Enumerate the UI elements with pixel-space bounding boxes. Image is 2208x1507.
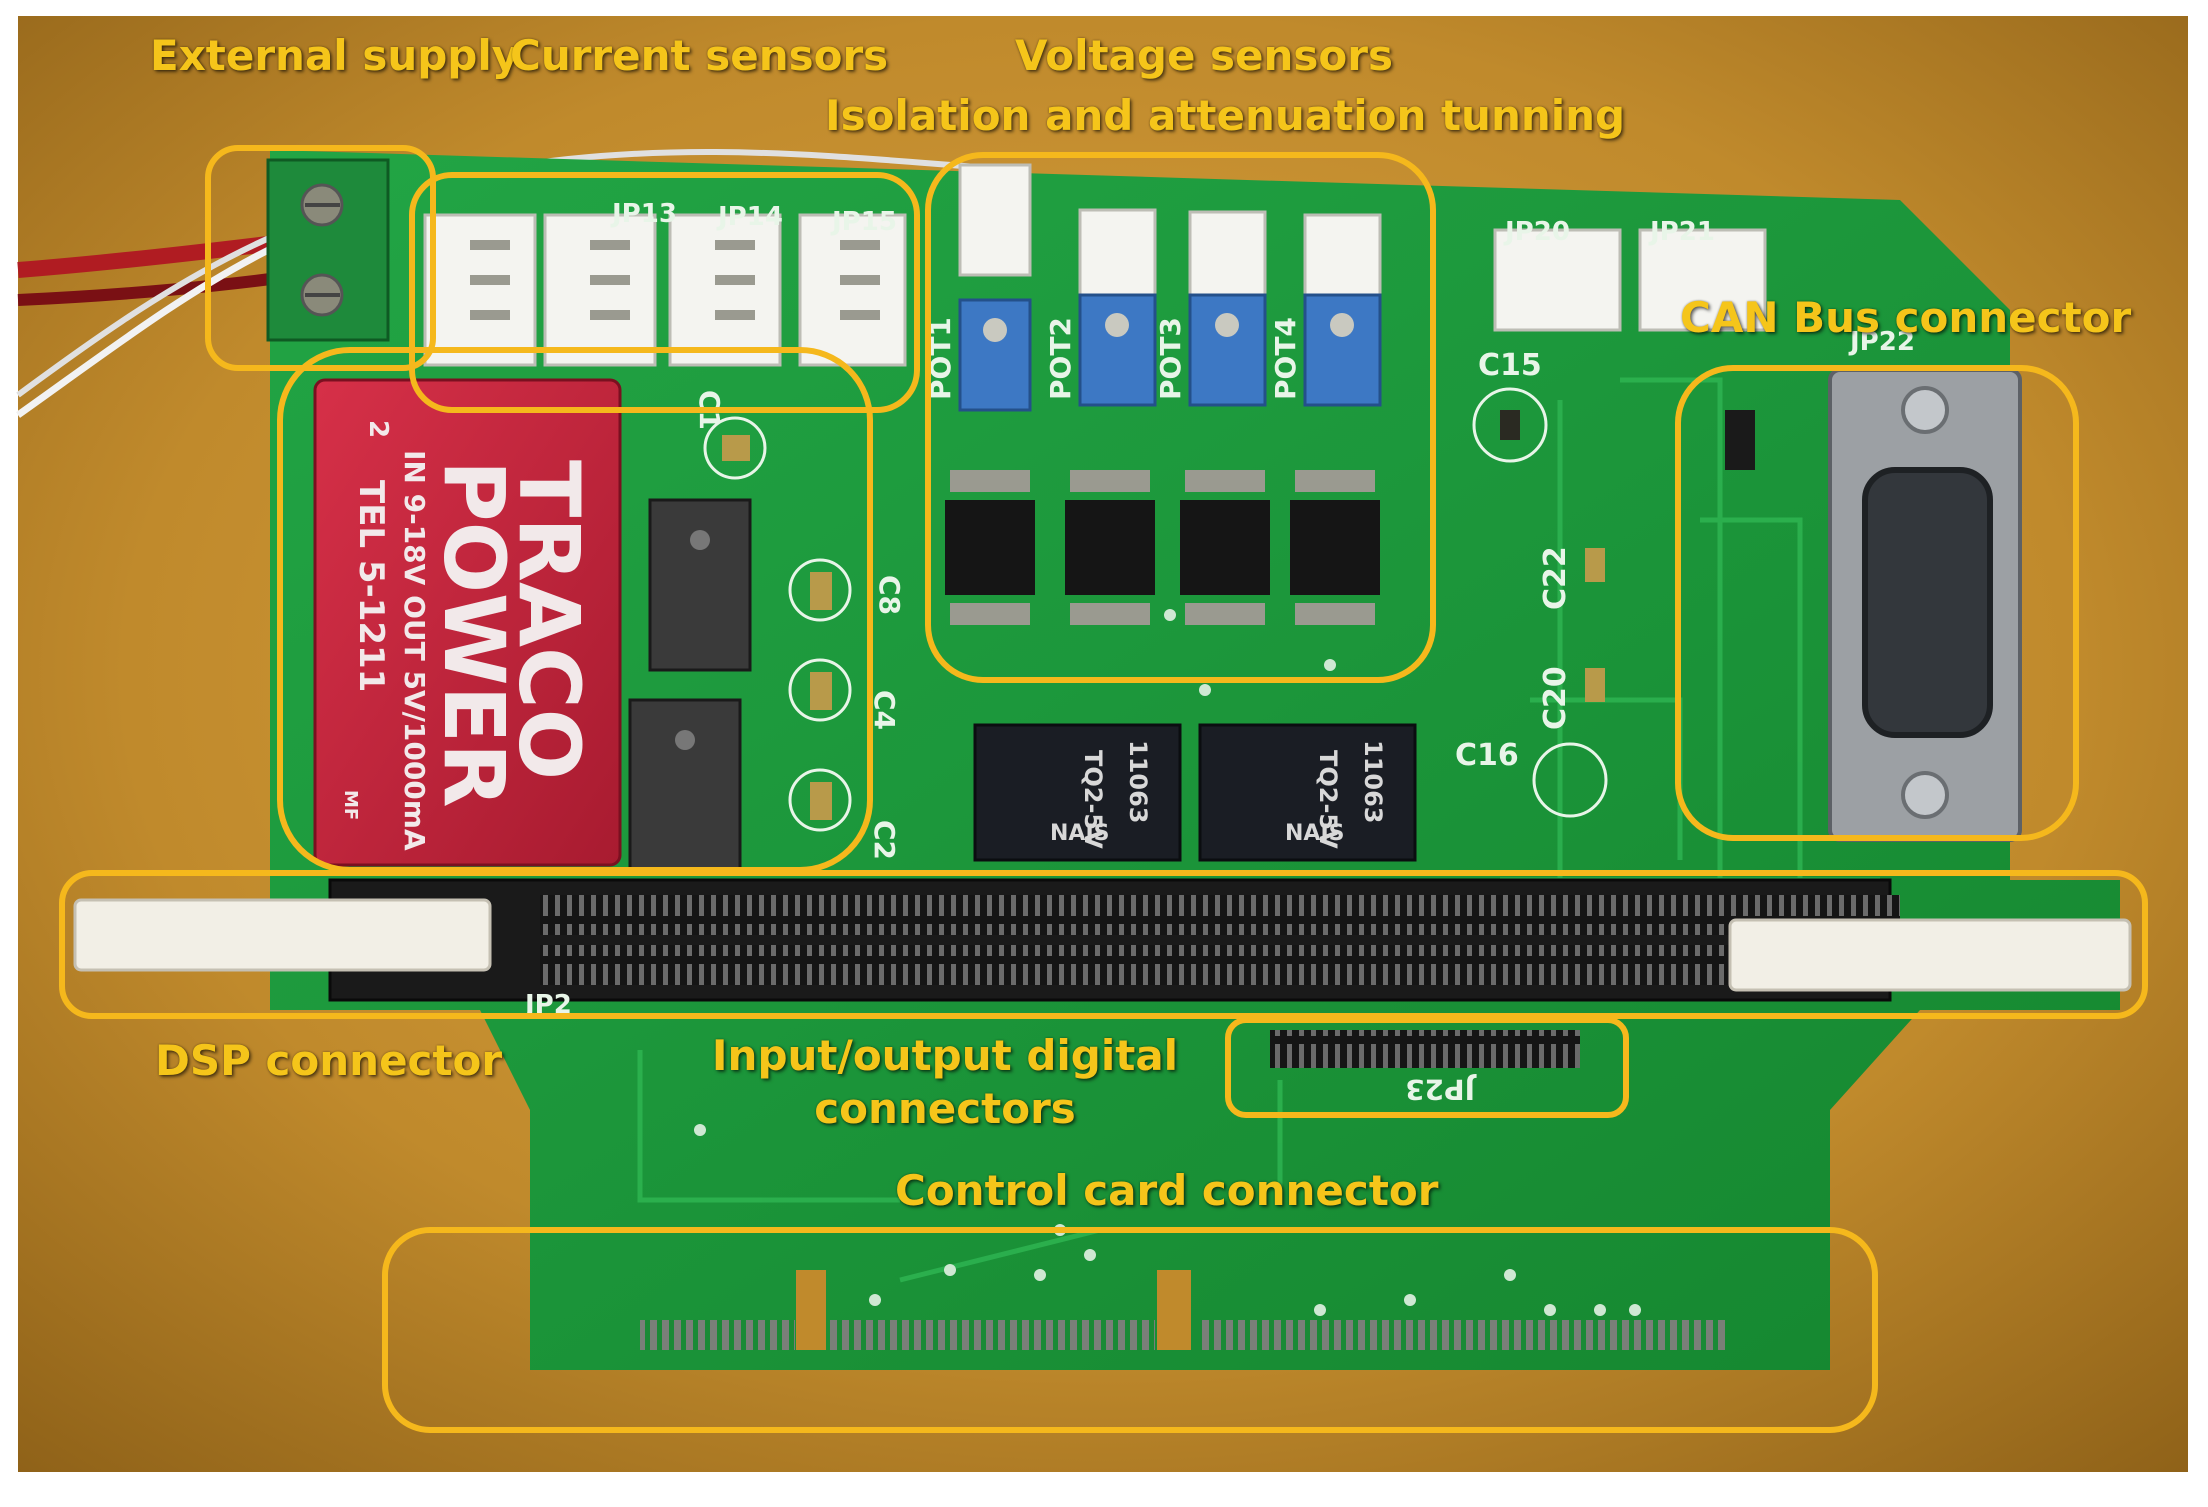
silk-pot4: POT4 <box>1269 317 1302 400</box>
potentiometers <box>958 293 1382 412</box>
silk-c16: C16 <box>1455 738 1519 773</box>
silk-c2: C2 <box>868 820 901 860</box>
annotation-outlines <box>59 145 2148 1433</box>
chip-leads <box>950 470 1375 625</box>
silk-c8: C8 <box>873 575 906 615</box>
silk-c15: C15 <box>1478 348 1542 383</box>
outline-control-card <box>382 1227 1878 1433</box>
voltage-regulators <box>628 498 752 872</box>
relays <box>973 723 1417 862</box>
voltage-header <box>958 163 1032 277</box>
db9-connector <box>1725 368 2022 842</box>
module-brand-line2: POWER <box>425 460 523 808</box>
silk-c4: C4 <box>868 690 901 730</box>
label-io-digital: Input/output digital connectors <box>700 1030 1190 1135</box>
vias <box>694 609 1641 1316</box>
relay-1-maker: NAIS <box>1050 821 1109 846</box>
outline-external-supply <box>205 145 436 371</box>
label-dsp-connector: DSP connector <box>155 1036 503 1085</box>
label-current-sensors: Current sensors <box>510 31 889 80</box>
silk-jp14: JP14 <box>716 202 783 232</box>
current-sensor-headers <box>423 213 907 367</box>
silk-jp15: JP15 <box>830 207 897 237</box>
capacitors <box>703 387 1608 832</box>
module-brand-line1: TRACO <box>500 460 598 780</box>
label-control-card: Control card connector <box>895 1166 1439 1215</box>
dsp-slot <box>73 878 2132 1002</box>
label-io-digital-line1: Input/output digital <box>711 1031 1179 1080</box>
header-jp23 <box>1270 1030 1580 1068</box>
label-voltage-sensors: Voltage sensors <box>1015 31 1393 80</box>
relay-2-model: TQ2-5V <box>1314 750 1342 849</box>
outline-current-sensors <box>409 172 920 413</box>
silk-jp21: JP21 <box>1648 217 1715 247</box>
silk-c20: C20 <box>1538 666 1573 730</box>
silk-jp22: JP22 <box>1848 327 1915 357</box>
module-model: TEL 5-1211 <box>351 480 391 692</box>
silk-jp20: JP20 <box>1503 217 1570 247</box>
relay-1-model: TQ2-5V <box>1079 750 1107 849</box>
label-can-bus: CAN Bus connector <box>1680 293 2132 342</box>
relay-2-maker: NAIS <box>1285 821 1344 846</box>
traco-power-module <box>313 378 622 867</box>
label-io-digital-line2: connectors <box>814 1083 1076 1133</box>
silk-pot2: POT2 <box>1044 317 1077 400</box>
label-external-supply: External supply <box>150 31 520 80</box>
header-jp20-jp21 <box>1493 228 1767 332</box>
terminal-block <box>266 158 390 342</box>
silk-pot3: POT3 <box>1154 317 1187 400</box>
silk-jp23: JP23 <box>1405 1073 1477 1106</box>
card-edge-fingers <box>640 1270 1725 1350</box>
silk-c22: C22 <box>1538 546 1573 610</box>
relay-2-lot: 11063 <box>1359 740 1387 824</box>
outline-dsp-connector <box>59 870 2148 1019</box>
module-spec: IN 9-18V OUT 5V/1000mA <box>398 450 431 851</box>
module-pin-label: 2 <box>363 420 393 438</box>
silk-jp13: JP13 <box>610 199 677 229</box>
outline-can-bus <box>1675 365 2079 841</box>
capacitor-bodies <box>722 410 1605 820</box>
outline-io-digital <box>1225 1017 1629 1118</box>
outline-voltage-sensors <box>925 152 1436 683</box>
module-rohs: MF <box>340 790 361 820</box>
label-isolation-tuning: Isolation and attenuation tunning <box>825 91 1626 140</box>
jumpers <box>1078 208 1382 307</box>
isolation-chips <box>945 500 1380 595</box>
relay-1-lot: 11063 <box>1124 740 1152 824</box>
